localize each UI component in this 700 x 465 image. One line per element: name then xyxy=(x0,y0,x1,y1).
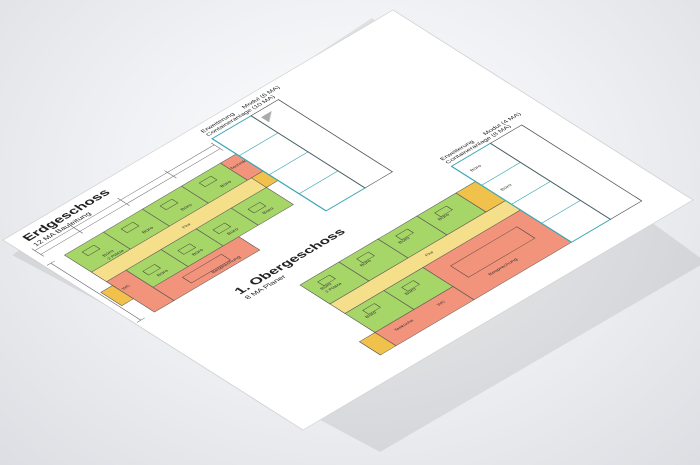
room-label: Büro xyxy=(179,203,194,212)
upper-floor-plan: Büro Büro Büro Büro Büro Büro Büro Büro … xyxy=(231,112,643,356)
office-room xyxy=(230,187,294,226)
dimension-lines xyxy=(31,142,224,323)
container-extension-ground xyxy=(211,99,394,212)
sheet-paper xyxy=(2,9,694,431)
furniture-upper xyxy=(317,205,536,315)
room-note: 2 Plätze xyxy=(106,249,126,261)
office-row-upper-top xyxy=(299,192,487,305)
room-label: Büro xyxy=(404,287,419,296)
room-label: Büro xyxy=(261,206,276,215)
stairs-ground xyxy=(100,285,135,307)
room-label: Flur xyxy=(181,222,193,229)
room-label: Büro xyxy=(141,226,156,235)
room-label: Büro xyxy=(359,259,374,268)
room-label: Büro xyxy=(469,164,484,173)
room-label: Flur xyxy=(424,250,436,257)
stairs-upper xyxy=(358,332,397,356)
room-labels-ground: Büro Büro Büro Büro Büro Büro Büro Büro … xyxy=(101,159,276,291)
room-label: WC xyxy=(121,284,133,291)
room-label: Büro xyxy=(101,249,116,258)
room-label: Büro xyxy=(191,248,206,257)
room-label: Büro xyxy=(397,236,412,245)
room-label: Büro xyxy=(226,227,241,236)
furniture-ground xyxy=(81,175,267,284)
room-label: Technik xyxy=(229,159,248,170)
container-extension-upper xyxy=(450,124,643,243)
meeting-room-ground xyxy=(152,236,261,301)
room-label: Büro xyxy=(219,180,234,189)
room-label: Büro xyxy=(156,269,171,278)
room-note: 2 Plätze xyxy=(324,282,344,294)
room-label: WC xyxy=(436,299,448,306)
room-label: Büro xyxy=(437,213,452,222)
room-label: Büro xyxy=(364,310,379,319)
office-row-bottom xyxy=(125,187,294,288)
plan-sheet: Büro Büro Büro Büro Büro Büro Büro Büro … xyxy=(2,9,694,431)
office-row-top xyxy=(63,162,249,273)
room-label: Büro xyxy=(499,183,514,192)
room-label: Büro xyxy=(319,282,334,291)
